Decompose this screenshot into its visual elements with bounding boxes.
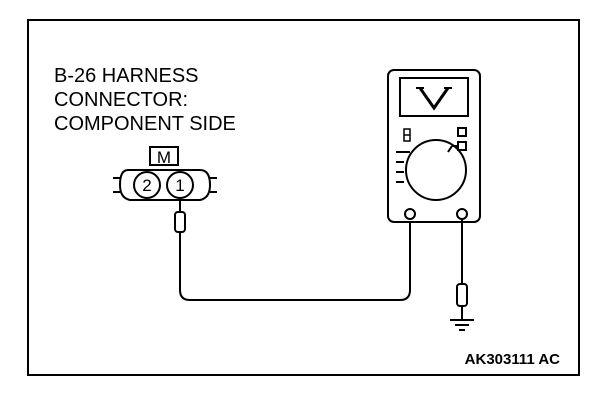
pin-2-label: 2 bbox=[142, 176, 151, 195]
connector-key-housing bbox=[149, 146, 179, 166]
ground-icon bbox=[450, 319, 474, 331]
connector-label: B-26 HARNESS CONNECTOR: COMPONENT SIDE bbox=[54, 64, 236, 136]
connector-label-line-1: B-26 HARNESS bbox=[54, 65, 199, 87]
voltmeter bbox=[387, 69, 481, 223]
meter-terminal-left bbox=[404, 208, 416, 220]
voltage-v-icon bbox=[418, 87, 450, 111]
meter-button-1 bbox=[457, 127, 467, 137]
meter-terminal-right bbox=[456, 208, 468, 220]
test-lead-wire bbox=[179, 216, 411, 301]
pin-1-label: 1 bbox=[175, 176, 184, 195]
connector-label-line-3: COMPONENT SIDE bbox=[54, 113, 236, 135]
connector-label-line-2: CONNECTOR: bbox=[54, 89, 189, 111]
probe-pin-1 bbox=[174, 198, 186, 240]
voltmeter-display bbox=[399, 77, 469, 117]
figure-code: AK303111 AC bbox=[464, 351, 560, 368]
harness-connector bbox=[113, 146, 217, 201]
diagram-frame bbox=[27, 19, 580, 376]
connector-pin-2 bbox=[133, 171, 161, 199]
meter-button-2 bbox=[457, 141, 467, 151]
ground-lead bbox=[456, 219, 468, 320]
voltmeter-dial bbox=[405, 139, 467, 201]
connector-key-mark: M bbox=[157, 148, 171, 167]
